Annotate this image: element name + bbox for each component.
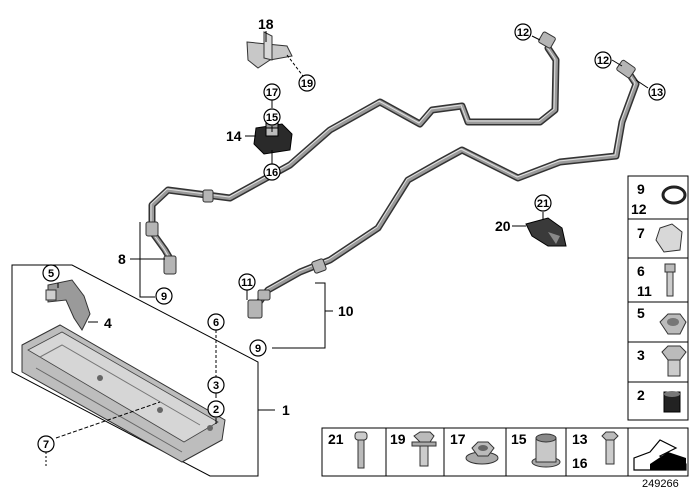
bottom-cell-13-16: 13 16 (572, 431, 619, 471)
svg-text:17: 17 (266, 87, 278, 99)
callout-21: 21 (534, 194, 552, 212)
callouts: 18 19 17 15 14 16 12 12 13 21 20 8 9 11 … (37, 16, 666, 453)
bushing-icon (531, 433, 561, 468)
bolt-icon (664, 263, 676, 297)
callout-20: 20 (495, 218, 511, 234)
svg-text:15: 15 (266, 112, 278, 124)
callout-19: 19 (298, 74, 316, 92)
bracket-18 (246, 31, 293, 69)
svg-text:9: 9 (637, 181, 645, 197)
svg-text:3: 3 (213, 380, 219, 392)
callout-6: 6 (207, 313, 225, 331)
callout-2: 2 (207, 400, 225, 418)
flange-nut-icon (465, 441, 499, 465)
svg-text:5: 5 (637, 305, 645, 321)
side-cell-2: 2 (637, 387, 681, 413)
svg-text:13: 13 (651, 87, 663, 99)
callout-13: 13 (648, 83, 666, 101)
callout-12-right: 12 (594, 51, 612, 69)
oil-line-lower (251, 68, 640, 312)
svg-text:2: 2 (637, 387, 645, 403)
callout-9-right: 9 (249, 339, 267, 357)
holder-20 (525, 217, 567, 247)
screw-icon (354, 431, 368, 469)
callout-10: 10 (338, 303, 354, 319)
bottom-cell-19: 19 (390, 431, 437, 467)
svg-text:9: 9 (161, 291, 167, 303)
svg-text:7: 7 (43, 439, 49, 451)
svg-text:5: 5 (48, 268, 54, 280)
bottom-cell-15: 15 (511, 431, 561, 468)
svg-text:16: 16 (266, 167, 278, 179)
svg-text:12: 12 (517, 27, 529, 39)
svg-text:19: 19 (301, 78, 313, 90)
callout-3: 3 (207, 376, 225, 394)
side-cell-6-11: 6 11 (637, 263, 676, 299)
callout-5: 5 (42, 264, 60, 282)
svg-text:2: 2 (213, 404, 219, 416)
o-ring-icon (661, 185, 687, 205)
bottom-cell-17: 17 (450, 431, 499, 465)
callout-9-left: 9 (155, 287, 173, 305)
callout-14: 14 (226, 128, 242, 144)
svg-text:6: 6 (637, 263, 645, 279)
bottom-cell-21: 21 (328, 431, 368, 469)
svg-text:15: 15 (511, 431, 527, 447)
bottom-parts-panel: 21 19 17 15 (321, 427, 689, 477)
line-fittings (145, 31, 636, 319)
callout-18: 18 (258, 16, 274, 32)
callout-17: 17 (263, 83, 281, 101)
svg-text:9: 9 (255, 343, 261, 355)
side-parts-panel: 9 12 7 6 11 5 3 (627, 175, 689, 421)
small-bolt-icon (601, 431, 619, 465)
bracket-4 (45, 279, 91, 331)
reference-number: 249266 (642, 478, 679, 490)
svg-text:17: 17 (450, 431, 466, 447)
svg-text:19: 19 (390, 431, 406, 447)
svg-text:3: 3 (637, 347, 645, 363)
grommet-icon (663, 391, 681, 413)
svg-text:12: 12 (597, 55, 609, 67)
oil-line-upper (148, 44, 560, 266)
side-cell-5: 5 (637, 305, 687, 335)
callout-12-left: 12 (514, 23, 532, 41)
side-cell-7: 7 (637, 223, 683, 253)
svg-text:11: 11 (637, 283, 652, 299)
svg-text:21: 21 (537, 198, 549, 210)
hex-bolt-icon (661, 345, 687, 377)
svg-text:12: 12 (631, 201, 647, 217)
svg-text:16: 16 (572, 455, 588, 471)
side-cell-3: 3 (637, 345, 687, 377)
leader-lines (45, 31, 649, 468)
hex-nut-icon (659, 313, 687, 335)
callout-16: 16 (263, 163, 281, 181)
clip-icon (655, 223, 683, 253)
arrow-symbol-icon (633, 439, 687, 471)
svg-text:6: 6 (213, 317, 219, 329)
svg-text:13: 13 (572, 431, 588, 447)
side-cell-9-12: 9 12 (631, 181, 687, 217)
callout-4: 4 (104, 315, 112, 331)
svg-text:21: 21 (328, 431, 344, 447)
callout-11: 11 (238, 273, 256, 291)
callout-7: 7 (37, 435, 55, 453)
svg-text:11: 11 (241, 277, 253, 289)
flange-bolt-icon (411, 431, 437, 467)
callout-15: 15 (263, 108, 281, 126)
svg-text:7: 7 (637, 225, 645, 241)
callout-1: 1 (282, 402, 290, 418)
callout-8: 8 (118, 251, 126, 267)
